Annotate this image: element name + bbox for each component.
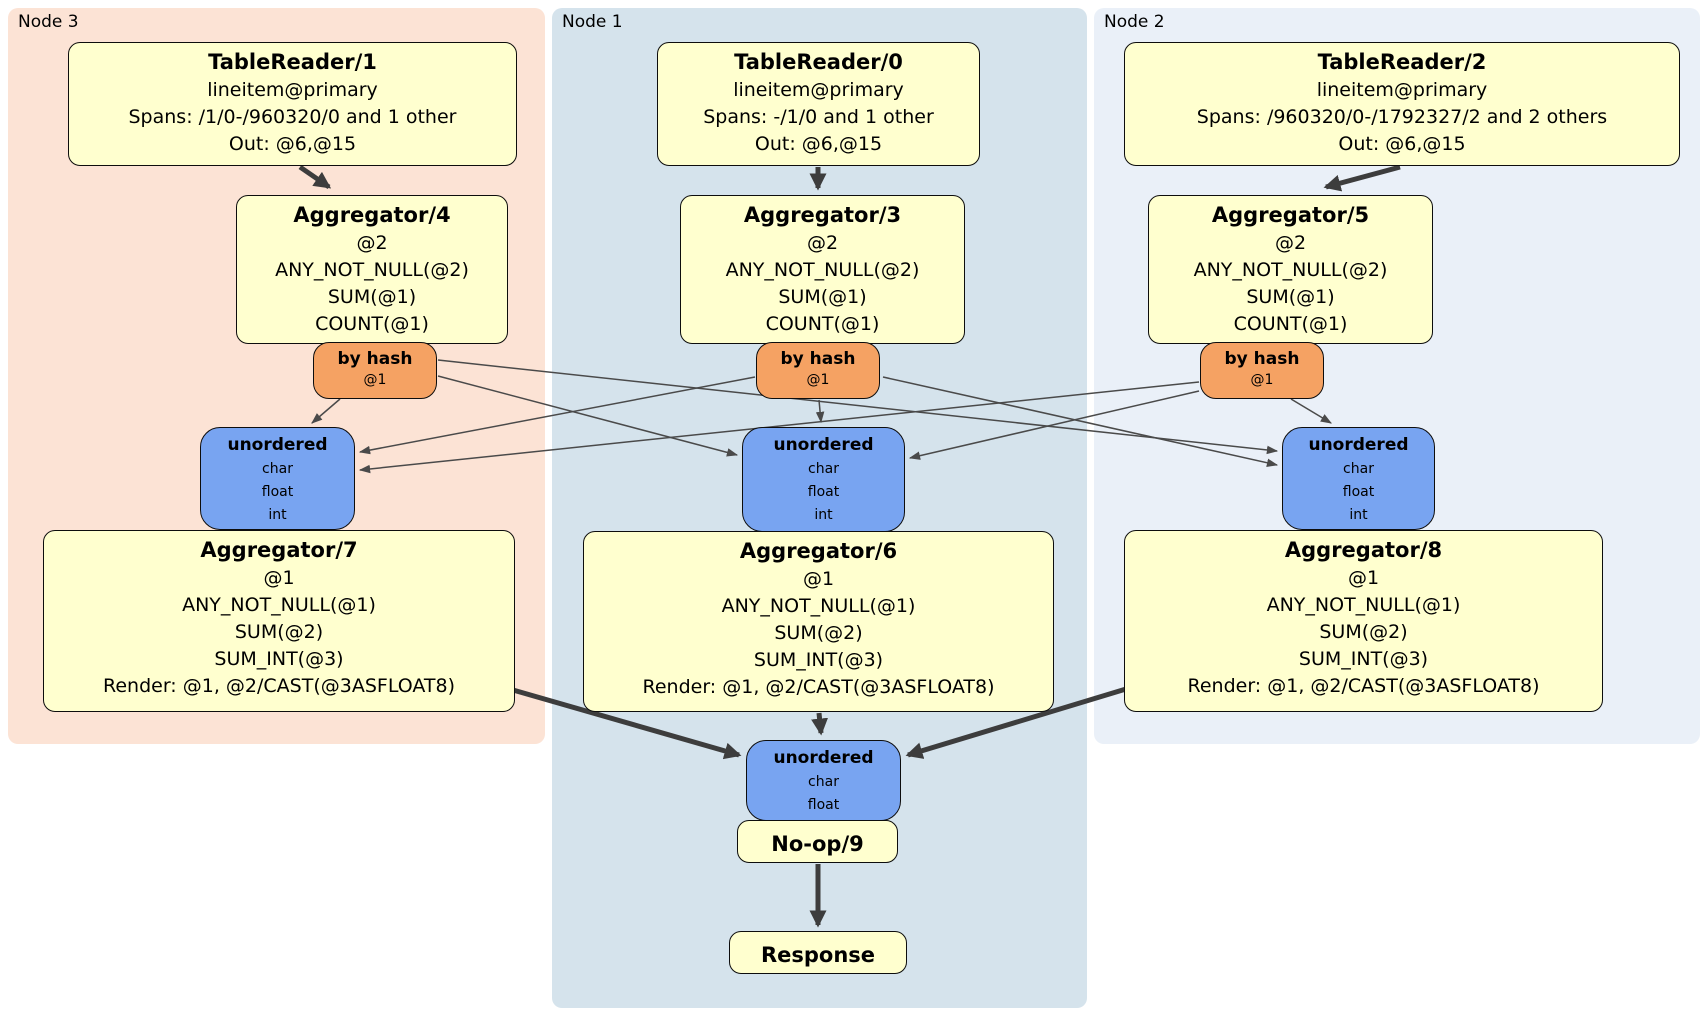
box-title: Aggregator/5 <box>1211 203 1370 227</box>
noop-9-box: No-op/9 <box>737 820 898 863</box>
box-line: Render: @1, @2/CAST(@3ASFLOAT8) <box>103 675 455 697</box>
aggregator-4-box: Aggregator/4 @2 ANY_NOT_NULL(@2) SUM(@1)… <box>236 195 508 344</box>
sync-column: float <box>807 797 840 813</box>
box-line: SUM(@2) <box>774 622 863 644</box>
router-title: by hash <box>1224 349 1300 369</box>
box-line: COUNT(@1) <box>765 313 880 335</box>
sync-title: unordered <box>227 435 328 455</box>
by-hash-router-node1: by hash @1 <box>756 342 880 399</box>
unordered-sync-node1: unordered char float int <box>742 427 905 532</box>
box-line: SUM_INT(@3) <box>1298 648 1429 670</box>
box-line: lineitem@primary <box>207 79 378 101</box>
box-line: Render: @1, @2/CAST(@3ASFLOAT8) <box>1187 675 1540 697</box>
sync-column: float <box>261 484 294 500</box>
box-title: Aggregator/4 <box>293 203 451 227</box>
unordered-sync-node3: unordered char float int <box>200 427 355 530</box>
sync-column: float <box>807 484 840 500</box>
region-node-1-label: Node 1 <box>562 12 623 32</box>
box-title: TableReader/2 <box>1317 50 1487 74</box>
sync-column: char <box>808 774 839 790</box>
response-box: Response <box>729 931 907 974</box>
box-line: SUM(@2) <box>1319 621 1408 643</box>
box-line: @1 <box>263 567 295 589</box>
tablereader-1-box: TableReader/1 lineitem@primary Spans: /1… <box>68 42 517 166</box>
box-title: Response <box>760 943 876 967</box>
box-title: TableReader/1 <box>208 50 377 74</box>
by-hash-router-node2: by hash @1 <box>1200 342 1324 399</box>
box-line: ANY_NOT_NULL(@2) <box>725 259 920 281</box>
box-line: Out: @6,@15 <box>754 133 883 155</box>
box-line: Spans: -/1/0 and 1 other <box>703 106 934 128</box>
box-title: TableReader/0 <box>734 50 903 74</box>
unordered-sync-final: unordered char float <box>746 740 901 821</box>
box-title: Aggregator/3 <box>743 203 902 227</box>
box-line: ANY_NOT_NULL(@2) <box>1193 259 1388 281</box>
box-line: @1 <box>802 568 835 590</box>
box-line: SUM(@1) <box>327 286 417 308</box>
sync-column: float <box>1342 484 1375 500</box>
box-title: Aggregator/7 <box>200 538 358 562</box>
aggregator-6-box: Aggregator/6 @1 ANY_NOT_NULL(@1) SUM(@2)… <box>583 531 1054 712</box>
router-column: @1 <box>806 372 830 388</box>
unordered-sync-node2: unordered char float int <box>1282 427 1435 530</box>
sync-column: int <box>268 507 287 523</box>
hash-routing-lines <box>311 359 1332 474</box>
box-line: @2 <box>1274 232 1307 254</box>
tablereader-0-box: TableReader/0 lineitem@primary Spans: -/… <box>657 42 980 166</box>
region-node-2-label: Node 2 <box>1104 12 1165 32</box>
box-line: ANY_NOT_NULL(@1) <box>182 594 376 616</box>
box-line: ANY_NOT_NULL(@1) <box>721 595 916 617</box>
sync-column: char <box>262 461 293 477</box>
box-line: Spans: /960320/0-/1792327/2 and 2 others <box>1196 106 1608 128</box>
sync-column: int <box>814 507 833 523</box>
region-node-3-label: Node 3 <box>18 12 79 32</box>
aggregator-8-box: Aggregator/8 @1 ANY_NOT_NULL(@1) SUM(@2)… <box>1124 530 1603 712</box>
box-line: Out: @6,@15 <box>1338 133 1466 155</box>
box-line: SUM(@2) <box>234 621 324 643</box>
sync-title: unordered <box>1308 435 1409 455</box>
router-column: @1 <box>363 372 387 388</box>
box-line: Render: @1, @2/CAST(@3ASFLOAT8) <box>642 676 995 698</box>
sync-column: char <box>808 461 839 477</box>
router-column: @1 <box>1250 372 1274 388</box>
box-line: @1 <box>1347 567 1380 589</box>
box-line: SUM(@1) <box>1246 286 1335 308</box>
sync-column: char <box>1343 461 1374 477</box>
box-title: No-op/9 <box>771 832 864 856</box>
sync-column: int <box>1349 507 1368 523</box>
box-line: COUNT(@1) <box>1233 313 1348 335</box>
box-line: SUM(@1) <box>778 286 867 308</box>
box-line: SUM_INT(@3) <box>753 649 884 671</box>
box-line: @2 <box>806 232 839 254</box>
by-hash-router-node3: by hash @1 <box>313 342 437 399</box>
box-line: SUM_INT(@3) <box>214 648 344 670</box>
main-flow-arrows <box>298 164 1401 928</box>
box-line: lineitem@primary <box>733 79 904 101</box>
box-line: Out: @6,@15 <box>228 133 357 155</box>
box-line: @2 <box>356 232 388 254</box>
router-title: by hash <box>337 349 413 369</box>
aggregator-3-box: Aggregator/3 @2 ANY_NOT_NULL(@2) SUM(@1)… <box>680 195 965 344</box>
sync-title: unordered <box>773 748 874 768</box>
box-line: ANY_NOT_NULL(@1) <box>1266 594 1461 616</box>
box-line: lineitem@primary <box>1316 79 1488 101</box>
aggregator-7-box: Aggregator/7 @1 ANY_NOT_NULL(@1) SUM(@2)… <box>43 530 515 712</box>
router-title: by hash <box>780 349 856 369</box>
aggregator-5-box: Aggregator/5 @2 ANY_NOT_NULL(@2) SUM(@1)… <box>1148 195 1433 344</box>
box-title: Aggregator/6 <box>739 539 898 563</box>
box-title: Aggregator/8 <box>1284 538 1443 562</box>
box-line: ANY_NOT_NULL(@2) <box>275 259 469 281</box>
box-line: Spans: /1/0-/960320/0 and 1 other <box>128 106 457 128</box>
box-line: COUNT(@1) <box>315 313 429 335</box>
tablereader-2-box: TableReader/2 lineitem@primary Spans: /9… <box>1124 42 1680 166</box>
sync-title: unordered <box>773 435 874 455</box>
